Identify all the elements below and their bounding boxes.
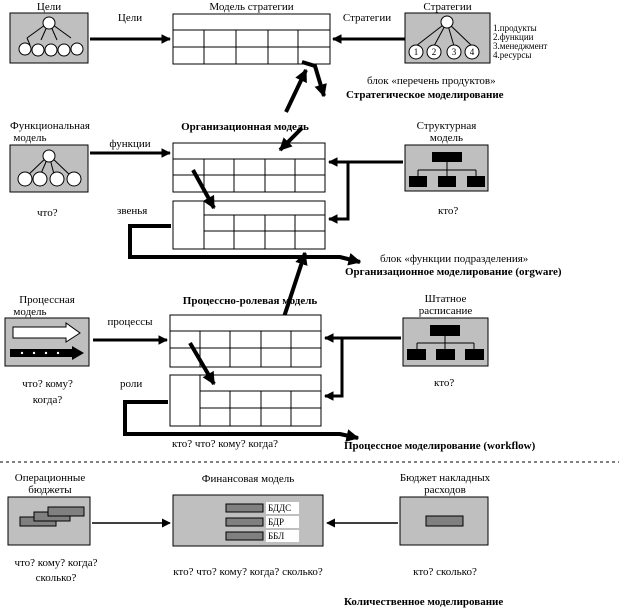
roles-loop-arrow [123, 400, 360, 442]
strategy-to-product-block-arrow [301, 60, 327, 98]
strategic-section-title: Стратегическое моделирование [346, 89, 504, 101]
overhead-budget-title-line2: расходов [424, 484, 466, 496]
strategies-box-title: Стратегии [423, 1, 472, 13]
strategy-model-table [172, 13, 331, 65]
functions-arrow-label: функции [109, 138, 151, 150]
org-model-table-bottom [172, 200, 326, 250]
overhead-questions: кто? сколько? [413, 566, 477, 578]
staff-schedule-box [402, 317, 489, 367]
role-model-title: Процессно-ролевая модель [182, 295, 318, 307]
strategies-list-item: 3.менеджмент [493, 41, 548, 51]
statement-bdds: БДДС [268, 503, 292, 513]
staff-schedule-title-line2: расписание [418, 305, 473, 317]
goals-arrow-label: Цели [117, 12, 143, 24]
strategies-list-item: 2.функции [493, 32, 534, 42]
goals-box [9, 12, 89, 64]
org-model-table-top [172, 142, 326, 193]
strategy-model-title: Модель стратегии [209, 1, 294, 13]
links-label: звенья [117, 205, 148, 217]
role-model-table-bottom [169, 374, 322, 427]
process-bottom-questions: кто? что? кому? когда? [171, 438, 279, 450]
role-internal-arrow [188, 341, 216, 386]
process-model-title-line1: Процессная [19, 294, 75, 306]
process-model-box [4, 317, 90, 367]
functional-model-title-line1: Функциональная [10, 120, 90, 132]
statement-bbl: ББЛ [268, 531, 285, 541]
op-budgets-box [7, 496, 91, 546]
org-model-title: Организационная модель [181, 121, 309, 133]
who-question: кто? [438, 205, 459, 217]
process-questions-line2: когда? [32, 394, 63, 406]
overhead-budget-title-line1: Бюджет накладных [399, 472, 491, 484]
process-model-title-line2: модель [13, 306, 47, 318]
strategies-arrow-label: Стратегии [342, 12, 392, 24]
process-section-title: Процессное моделирование (workflow) [344, 440, 536, 452]
statement-bdr: БДР [268, 517, 284, 527]
staff-to-roles-arrow [324, 338, 344, 401]
org-to-strategy-arrow [284, 68, 308, 113]
functional-model-box [9, 144, 89, 193]
dept-functions-block-note: блок «функции подразделения» [380, 253, 529, 265]
circle-number: 3 [451, 47, 457, 57]
roles-label: роли [120, 378, 143, 390]
goals-box-title: Цели [36, 1, 62, 13]
who-question-staff: кто? [434, 377, 455, 389]
fin-model-title: Финансовая модель [201, 473, 295, 485]
processes-arrow-label: процессы [107, 316, 153, 328]
overhead-budget-box [399, 496, 489, 546]
process-questions-line1: что? кому? [22, 378, 73, 390]
op-budgets-title-line2: бюджеты [28, 484, 72, 496]
what-question: что? [37, 207, 58, 219]
op-budgets-title-line1: Операционные [14, 472, 86, 484]
structural-model-title-line1: Структурная [416, 120, 477, 132]
links-loop-arrow [128, 224, 362, 266]
org-section-title: Организационное моделирование (orgware) [345, 266, 562, 278]
product-list-block-note: блок «перечень продуктов» [367, 75, 496, 87]
fin-model-box [172, 494, 324, 547]
role-to-org-arrow [281, 251, 308, 321]
structural-model-title-line2: модель [429, 132, 464, 144]
strategies-list-item: 4.ресурсы [493, 50, 532, 60]
strategies-box [404, 12, 491, 64]
structural-model-box [404, 144, 489, 192]
budget-questions-line1: что? кому? когда? [14, 557, 98, 569]
staff-schedule-title-line1: Штатное [424, 293, 467, 305]
circle-number: 4 [469, 47, 475, 57]
functional-model-title-line2: модель [13, 132, 47, 144]
org-internal-arrow [191, 169, 216, 210]
quant-section-title: Количественное моделирование [344, 596, 504, 608]
budget-questions-line2: сколько? [35, 572, 77, 584]
circle-number: 1 [413, 47, 419, 57]
strategies-list-item: 1.продукты [493, 23, 537, 33]
org-model-up-arrow [278, 126, 304, 152]
fin-questions: кто? что? кому? когда? сколько? [173, 566, 323, 578]
circle-number: 2 [431, 47, 437, 57]
structural-to-links-arrow [328, 162, 350, 224]
